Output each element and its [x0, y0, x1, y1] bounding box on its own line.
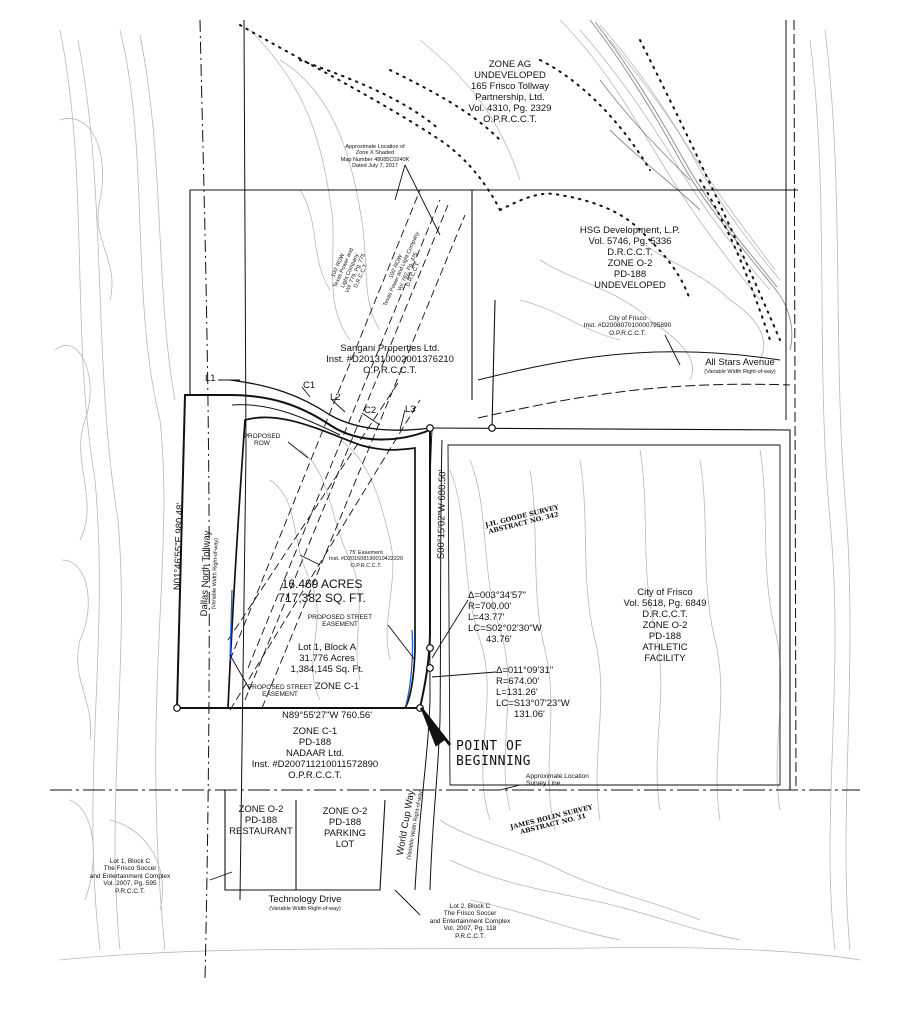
technology-drive-label: Technology Drive (Variable Width Right-o… — [268, 894, 342, 912]
survey-line-label: Approximate Location Survey Line — [526, 773, 589, 788]
course-l2: L2 — [330, 392, 341, 403]
leader-lines — [209, 164, 681, 916]
zone-ag-label: ZONE AG UNDEVELOPED 165 Frisco Tollway P… — [468, 59, 552, 125]
acreage-label: 16.469 ACRES 717,382 SQ. FT. — [278, 577, 366, 605]
lot2-block-c-label: Lot 2, Block C The Frisco Soccer and Ent… — [429, 903, 511, 940]
parcel-boundaries — [50, 189, 860, 891]
course-c2: C2 — [364, 405, 377, 416]
city-frisco-inst-label: City of Frisco Inst. #D20080701000079589… — [583, 315, 672, 337]
lot1-block-c-label: Lot 1, Block C The Frisco Soccer and Ent… — [89, 858, 171, 895]
nadaar-label: ZONE C-1 PD-188 NADAAR Ltd. Inst. #D2007… — [251, 726, 379, 781]
proposed-row-label: PROPOSED ROW — [243, 433, 281, 448]
row-easements — [227, 189, 466, 711]
curve-data-2: Δ=011°09'31" R=674.00' L=131.26' LC=S13°… — [496, 665, 570, 720]
street-easement-right-label: PROPOSED STREET EASEMENT — [307, 614, 373, 629]
sangani-label: Sangani Properties Ltd. Inst. #D20131000… — [326, 343, 454, 376]
lot1-block-a-label: Lot 1, Block A 31.776 Acres 1,384,145 Sq… — [290, 642, 364, 675]
hsg-development-label: HSG Development, L.P. Vol. 5746, Pg. 533… — [579, 225, 681, 291]
zone-x-dots — [239, 24, 781, 341]
zone-x-label: Approximate Location of Zone X Shaded Ma… — [340, 144, 410, 169]
pob-arrow-shaft — [419, 707, 452, 746]
easement-75-label: 75' Easement Inst. #D201508190010422220 … — [328, 550, 403, 569]
street-easement-lines — [229, 589, 414, 706]
monuments — [173, 424, 496, 712]
contour-lines-dark — [589, 19, 793, 351]
south-bearing-label: N89°55'27"W 760.56' — [281, 710, 373, 721]
parking-zone-label: ZONE O-2 PD-188 PARKING LOT — [322, 806, 368, 850]
course-l3: L3 — [405, 404, 416, 415]
restaurant-zone-label: ZONE O-2 PD-188 RESTAURANT — [229, 804, 293, 837]
point-of-beginning-label: POINT OF BEGINNING — [456, 739, 531, 769]
zone-c1-main-label: ZONE C-1 — [314, 681, 360, 692]
curve-data-1: Δ=003°34'57" R=700.00' L=43.77' LC=S02°0… — [468, 590, 542, 645]
street-easement-left-label: PROPOSED STREET EASEMENT — [247, 684, 313, 699]
city-frisco-athletic-label: City of Frisco Vol. 5618, Pg. 6849 D.R.C… — [623, 587, 707, 664]
course-l1: L1 — [205, 373, 216, 384]
course-c1: C1 — [303, 380, 316, 391]
east-bearing-label: S00°15'02"W 680.50' — [435, 469, 449, 560]
all-stars-avenue-label: All Stars Avenue (Variable Width Right-o… — [704, 357, 776, 375]
